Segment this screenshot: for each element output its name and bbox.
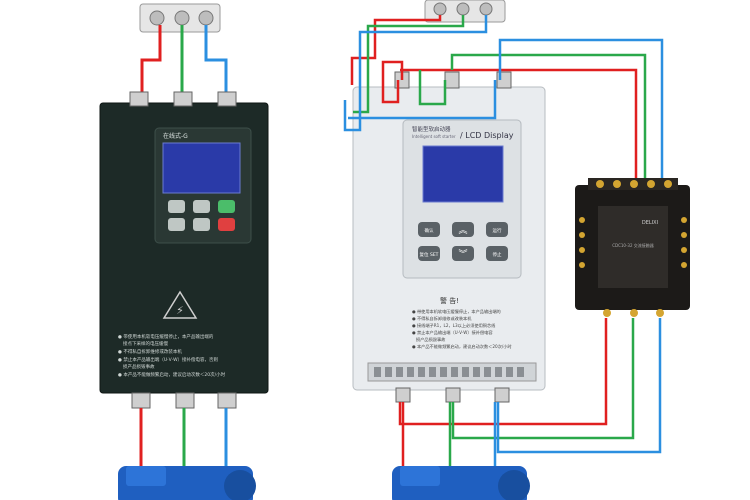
right-warning-line: ● 不得私自拆卸维修或改装本机 bbox=[412, 315, 472, 322]
right-warning-text: ● 带使用本机软电压缓慢停止，本产品输出端的 ● 不得私自拆卸维修或改装本机 ●… bbox=[412, 308, 512, 350]
contactor-out-green-wire bbox=[451, 318, 635, 440]
right-key-set-label: 复位 SET bbox=[420, 251, 439, 258]
left-key-2[interactable] bbox=[193, 200, 210, 213]
left-motor bbox=[118, 466, 256, 500]
right-key-run[interactable] bbox=[486, 222, 508, 237]
right-motor bbox=[392, 466, 530, 500]
contactor-out-blue-wire bbox=[496, 318, 662, 454]
right-input-blue-wire bbox=[343, 15, 488, 132]
contactor-model: CDC10-32 交流接触器 bbox=[612, 242, 654, 248]
right-warning-line: ● 禁止本产品输出端（U·V·W）接补偿电容 bbox=[412, 329, 493, 336]
left-key-6[interactable] bbox=[218, 218, 235, 231]
right-loop-blue-wire bbox=[348, 80, 497, 120]
left-bottom-wires bbox=[139, 408, 228, 470]
right-warning-line: 损产品损毁事故 bbox=[416, 336, 446, 343]
svg-text:⚡: ⚡ bbox=[176, 304, 184, 317]
chevron-down-icon: ︾ bbox=[458, 249, 467, 260]
left-input-terminal bbox=[139, 3, 221, 33]
right-key-run-label: 运行 bbox=[493, 227, 502, 234]
right-bottom-wires bbox=[401, 402, 497, 470]
left-warning-line: 损产品损毁事故 bbox=[123, 363, 155, 370]
right-key-confirm-label: 确认 bbox=[425, 227, 434, 234]
right-keypad: 确认 ︽ 运行 复位 SET ︾ 停止 bbox=[418, 222, 508, 261]
right-key-stop[interactable] bbox=[486, 246, 508, 261]
left-top-blue-wire bbox=[204, 25, 228, 100]
left-key-4[interactable] bbox=[168, 218, 185, 231]
left-warning-line: ● 带使用本机软电压缓慢停止，本产品输出端的 bbox=[118, 333, 214, 340]
left-warning-text: ● 带使用本机软电压缓慢停止，本产品输出端的 接点下采样的电压缓慢 ● 不得私自… bbox=[118, 333, 226, 378]
right-top-wires bbox=[343, 15, 664, 185]
right-display-label: / LCD Display bbox=[460, 131, 514, 140]
right-warning-title: 警 告! bbox=[440, 296, 459, 305]
left-warning-line: ● 不得私自拆卸维修或改装本机 bbox=[118, 348, 182, 355]
left-keypad bbox=[168, 200, 235, 231]
left-top-red-wire bbox=[140, 25, 162, 100]
left-warning-line: ● 本产品不能做频繁启动，建议启动次数＜20次/小时 bbox=[118, 371, 226, 378]
left-warning-line: ● 禁止本产品输出端（U·V·W）接补偿电容，否则 bbox=[118, 356, 219, 363]
right-bypass-red-wire-2 bbox=[400, 68, 638, 185]
contactor: DELIXI CDC10-32 交流接触器 bbox=[575, 178, 690, 317]
right-key-stop-label: 停止 bbox=[493, 251, 502, 258]
right-input-red-wire bbox=[350, 15, 442, 85]
left-panel-title: 在线式-G bbox=[163, 132, 188, 140]
right-bypass-green-wire bbox=[450, 53, 647, 185]
contactor-output-wires bbox=[398, 318, 662, 454]
left-key-1[interactable] bbox=[168, 200, 185, 213]
right-bypass-red-wire bbox=[381, 60, 404, 104]
right-key-down[interactable] bbox=[452, 246, 474, 261]
right-warning-line: ● 接线端子R1，L2，L3以上必须使用铜芯线 bbox=[412, 322, 496, 329]
right-brand-line: 智能型软启动器 bbox=[412, 125, 451, 133]
right-key-confirm[interactable] bbox=[418, 222, 440, 237]
left-key-3[interactable] bbox=[218, 200, 235, 213]
left-soft-starter: 在线式-G ⚡ ● 带使用本机软电压缓慢停止，本产品输出端的 接点下采样的电压缓… bbox=[99, 91, 269, 409]
right-soft-starter: 智能型软启动器 Intelligent soft starter / LCD D… bbox=[352, 71, 546, 403]
left-top-wires bbox=[140, 25, 228, 100]
right-key-set[interactable] bbox=[418, 246, 440, 261]
right-loop-green-wire bbox=[418, 70, 447, 106]
right-warning-line: ● 本产品不能做频繁启动，建议启动次数＜20次/小时 bbox=[412, 343, 512, 350]
right-warning-line: ● 带使用本机软电压缓慢停止，本产品输出端的 bbox=[412, 308, 501, 315]
chevron-up-icon: ︽ bbox=[458, 226, 467, 236]
contactor-brand: DELIXI bbox=[642, 220, 658, 226]
right-lcd-screen bbox=[422, 145, 504, 203]
left-key-5[interactable] bbox=[193, 218, 210, 231]
right-brand-sub: Intelligent soft starter bbox=[412, 134, 456, 139]
right-bypass-blue-wire bbox=[498, 38, 664, 185]
left-lcd-screen bbox=[162, 142, 241, 194]
left-warning-triangle-icon: ⚡ bbox=[162, 290, 198, 319]
left-warning-line: 接点下采样的电压缓慢 bbox=[123, 340, 168, 347]
right-input-terminal bbox=[424, 0, 506, 23]
contactor-out-red-wire bbox=[398, 318, 608, 426]
right-key-up[interactable] bbox=[452, 222, 474, 237]
right-input-green-wire bbox=[353, 15, 465, 114]
